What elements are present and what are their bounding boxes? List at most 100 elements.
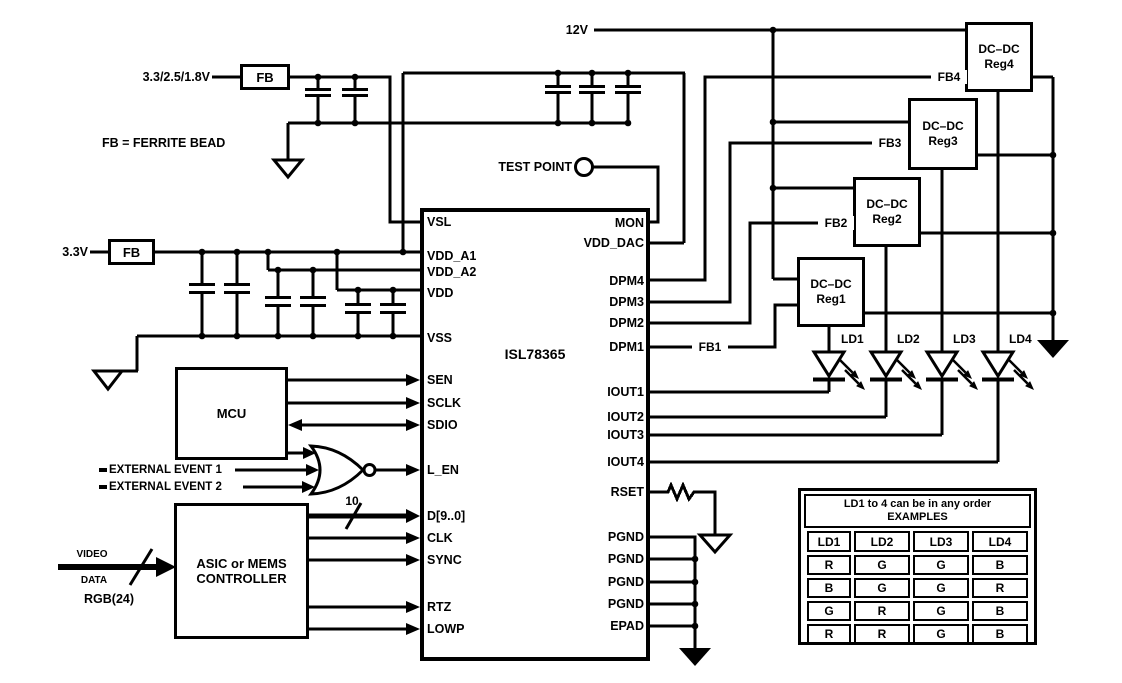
reg3-line2: Reg3 <box>928 134 958 148</box>
light-arrow-head <box>856 381 865 390</box>
light-arrow-head <box>963 370 972 379</box>
junction-dot <box>233 248 241 256</box>
table-row: R G G B <box>807 555 1028 575</box>
junction-dot <box>333 248 341 256</box>
dcdc-reg2-box: DC–DC Reg2 <box>853 177 921 247</box>
junction-dot <box>1049 229 1057 237</box>
fb4-tag: FB4 <box>931 70 967 84</box>
wire-supply2 <box>90 71 686 254</box>
ferrite-bead-box-2: FB <box>108 239 155 265</box>
ic-pin-dpm1: DPM1 <box>609 340 644 354</box>
junction-dot <box>233 332 241 340</box>
arrowhead-sdio-left <box>288 419 302 431</box>
test-point-label: TEST POINT <box>498 160 572 174</box>
ic-pin-dpm4: DPM4 <box>609 274 644 288</box>
fb2-tag: FB2 <box>818 216 854 230</box>
light-arrow-line <box>895 358 911 374</box>
ic-isl78365 <box>420 208 650 661</box>
event-dash-marks <box>99 468 107 489</box>
junction-dot <box>309 266 317 274</box>
junction-dot <box>389 332 397 340</box>
junction-dot <box>769 26 777 34</box>
table-row: G R G B <box>807 601 1028 621</box>
ferrite-bead-box-1: FB <box>240 64 290 90</box>
junction-dot <box>1049 309 1057 317</box>
ic-pin-vdd: VDD <box>427 286 454 300</box>
light-arrow-head <box>850 370 859 379</box>
junction-dot <box>264 248 272 256</box>
light-arrow-head <box>1019 370 1028 379</box>
wire-mcu-asic-signals <box>235 378 406 631</box>
capacitor-bank-vdd1 <box>189 252 250 336</box>
junction-dot <box>314 73 322 81</box>
junction-dot <box>354 332 362 340</box>
ic-pin-vdd-a1: VDD_A1 <box>427 249 477 263</box>
table-title: LD1 to 4 can be in any order EXAMPLES <box>804 494 1031 528</box>
junction-dot <box>1049 151 1057 159</box>
ic-pin-sync: SYNC <box>427 553 462 567</box>
table-header-ld1: LD1 <box>807 531 851 552</box>
reg2-line2: Reg2 <box>872 212 902 226</box>
arrowhead-mcu-gate <box>303 447 316 459</box>
rail-12v-label: 12V <box>565 23 588 37</box>
ground-symbol-2 <box>90 369 126 392</box>
junction-dot <box>588 119 596 127</box>
ic-pin-iout4: IOUT4 <box>607 455 644 469</box>
light-arrow-line <box>1013 369 1029 385</box>
table-cell: G <box>807 601 851 621</box>
wire-pgnd-bus <box>650 535 697 648</box>
arrowhead-event2 <box>302 481 315 493</box>
light-arrow-head <box>913 381 922 390</box>
junction-dot <box>389 286 397 294</box>
ic-pin-len: L_EN <box>427 463 459 477</box>
dcdc-reg1-box: DC–DC Reg1 <box>797 257 865 327</box>
fb1-tag: FB1 <box>692 340 728 354</box>
arrowhead-sen <box>406 374 420 386</box>
reg2-line1: DC–DC <box>866 197 908 211</box>
ld-order-table: LD1 to 4 can be in any order EXAMPLES LD… <box>798 488 1037 645</box>
wire-vdd-subrails <box>266 252 420 292</box>
table-cell: G <box>913 601 969 621</box>
video-label: VIDEO <box>76 549 108 560</box>
ic-pin-iout1: IOUT1 <box>607 385 644 399</box>
ic-pin-vsl: VSL <box>427 215 452 229</box>
wire-ground1 <box>286 121 630 160</box>
ld3-tag: LD3 <box>953 332 976 346</box>
arrowhead-sclk <box>406 397 420 409</box>
junction-dot <box>769 118 777 126</box>
fb-label: FB <box>122 244 141 260</box>
mcu-box: MCU <box>175 367 288 460</box>
table-cell: R <box>854 601 910 621</box>
wire-reg-return-bus <box>865 75 1055 340</box>
ground-symbol-rset <box>696 533 734 555</box>
power-ground-pgnd <box>679 648 711 666</box>
bus-slash-marks <box>128 502 363 586</box>
ground-symbol-1 <box>270 158 306 180</box>
arrowhead-clk <box>406 532 420 544</box>
junction-dot <box>314 119 322 127</box>
arrowhead-lowp <box>406 623 420 635</box>
arrowhead-rtz <box>406 601 420 613</box>
light-arrow-head <box>907 370 916 379</box>
junction-dot <box>351 119 359 127</box>
wire-testpoint-mon <box>593 165 660 224</box>
junction-dot <box>309 332 317 340</box>
capacitor-bank-supply1 <box>305 77 368 123</box>
junction-dot <box>399 248 407 256</box>
table-cell: G <box>854 578 910 598</box>
junction-dot <box>691 600 699 608</box>
table-header-ld3: LD3 <box>913 531 969 552</box>
rgb24-label: RGB(24) <box>84 592 135 606</box>
wire-12v <box>594 28 965 281</box>
laser-diode-3 <box>924 350 960 379</box>
table-cell: B <box>972 601 1028 621</box>
data-bus-width-label: 10 <box>345 494 359 508</box>
wire-ground2 <box>108 334 420 373</box>
ld2-tag: LD2 <box>897 332 920 346</box>
junction-dot <box>198 332 206 340</box>
ic-pin-iout2: IOUT2 <box>607 410 644 424</box>
light-arrow-line <box>838 358 854 374</box>
table-cell: B <box>807 578 851 598</box>
wire-iout-ld <box>650 92 1000 464</box>
junction-dot <box>691 555 699 563</box>
